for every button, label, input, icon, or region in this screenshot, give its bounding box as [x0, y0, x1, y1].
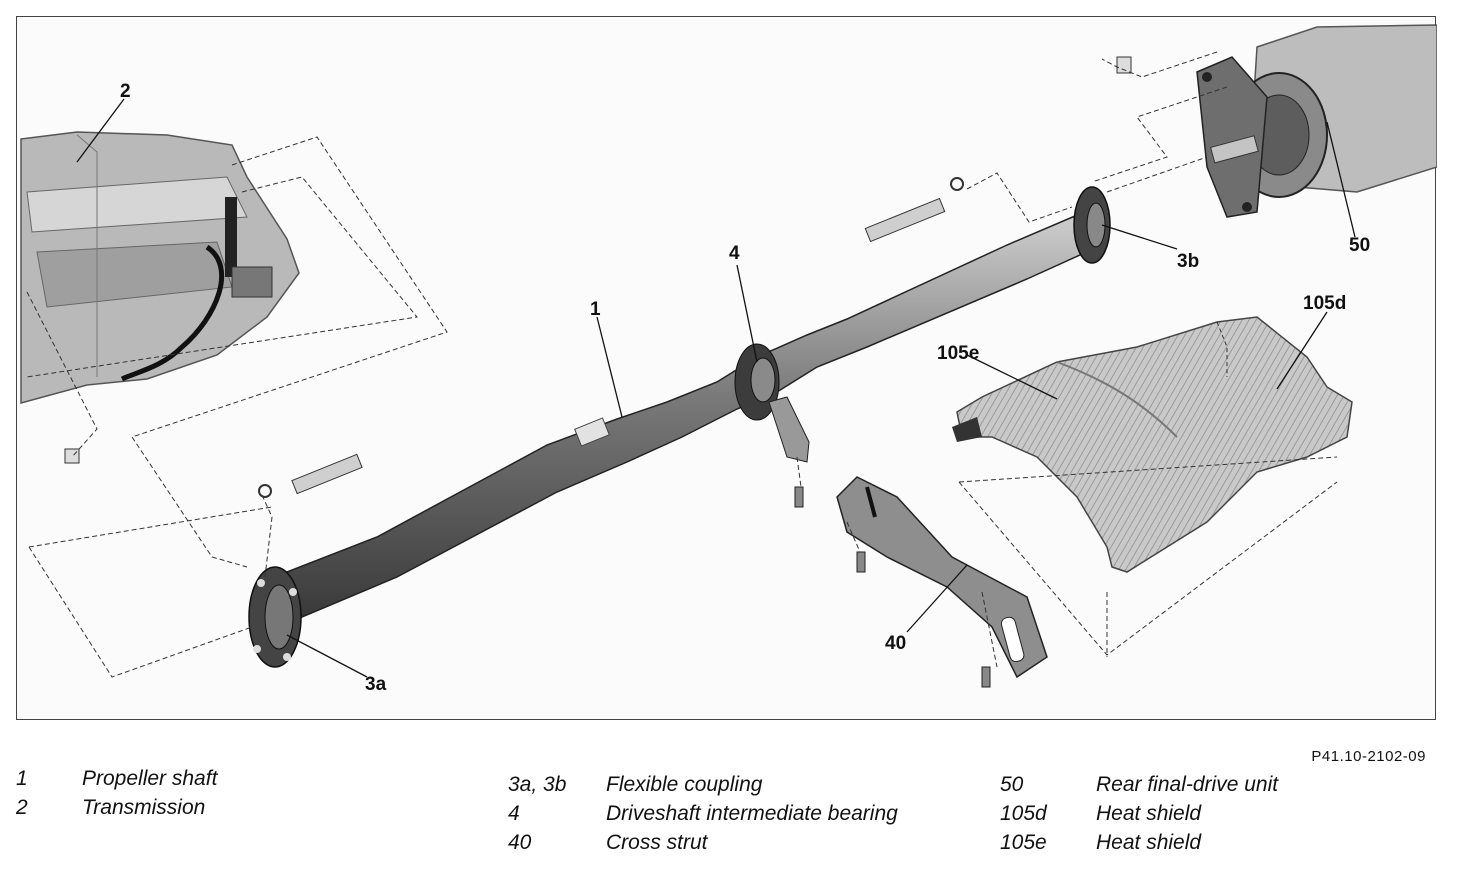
legend-item: 2 Transmission	[16, 793, 217, 822]
cross-strut-part	[836, 476, 1048, 679]
legend-column-3: 50 Rear final-drive unit 105d Heat shiel…	[1000, 770, 1278, 857]
figure-reference: P41.10-2102-09	[1311, 748, 1426, 765]
legend-column-1: 1 Propeller shaft 2 Transmission	[16, 764, 217, 822]
callout-40: 40	[885, 633, 906, 654]
callout-3b: 3b	[1177, 251, 1199, 272]
legend-number: 3a, 3b	[508, 772, 567, 796]
callout-3a: 3a	[365, 674, 387, 695]
legend-label: Flexible coupling	[606, 772, 763, 796]
legend-label: Heat shield	[1096, 801, 1202, 825]
legend-number: 4	[508, 801, 520, 825]
legend-number: 50	[1000, 772, 1024, 796]
leader-lines	[76, 98, 1356, 678]
propeller-shaft-part	[248, 186, 1111, 668]
heat-shield-part	[952, 316, 1353, 573]
legend-item: 3a, 3b Flexible coupling	[508, 770, 898, 799]
legend-item: 40 Cross strut	[508, 828, 898, 857]
callout-1: 1	[590, 299, 601, 320]
legend-label: Driveshaft intermediate bearing	[606, 801, 898, 825]
legend-label: Transmission	[82, 795, 206, 819]
rear-final-drive-unit-part	[1196, 24, 1437, 218]
exploded-view-diagram: 2 1 4 3b 50 105d 105e 40 3a	[16, 16, 1437, 720]
legend-number: 40	[508, 830, 532, 854]
legend-number: 1	[16, 766, 28, 790]
legend-label: Cross strut	[606, 830, 708, 854]
callout-105d: 105d	[1303, 293, 1346, 314]
legend-item: 4 Driveshaft intermediate bearing	[508, 799, 898, 828]
callout-2: 2	[120, 81, 131, 102]
callout-4: 4	[729, 243, 740, 264]
legend-item: 50 Rear final-drive unit	[1000, 770, 1278, 799]
driveshaft-intermediate-bearing-part	[734, 343, 810, 463]
legend-label: Propeller shaft	[82, 766, 218, 790]
legend-item: 1 Propeller shaft	[16, 764, 217, 793]
bolt-parts	[64, 56, 1132, 688]
legend-column-2: 3a, 3b Flexible coupling 4 Driveshaft in…	[508, 770, 898, 857]
legend-label: Heat shield	[1096, 830, 1202, 854]
callout-50: 50	[1349, 235, 1370, 256]
legend-number: 105d	[1000, 801, 1047, 825]
transmission-part	[20, 131, 300, 404]
diagram-drawing: 2 1 4 3b 50 105d 105e 40 3a	[20, 24, 1437, 695]
assembly-guide-lines	[26, 51, 1338, 678]
legend-item: 105d Heat shield	[1000, 799, 1278, 828]
legend-label: Rear final-drive unit	[1096, 772, 1279, 796]
legend-number: 2	[16, 795, 28, 819]
legend-item: 105e Heat shield	[1000, 828, 1278, 857]
callout-105e: 105e	[937, 343, 979, 364]
legend-number: 105e	[1000, 830, 1047, 854]
